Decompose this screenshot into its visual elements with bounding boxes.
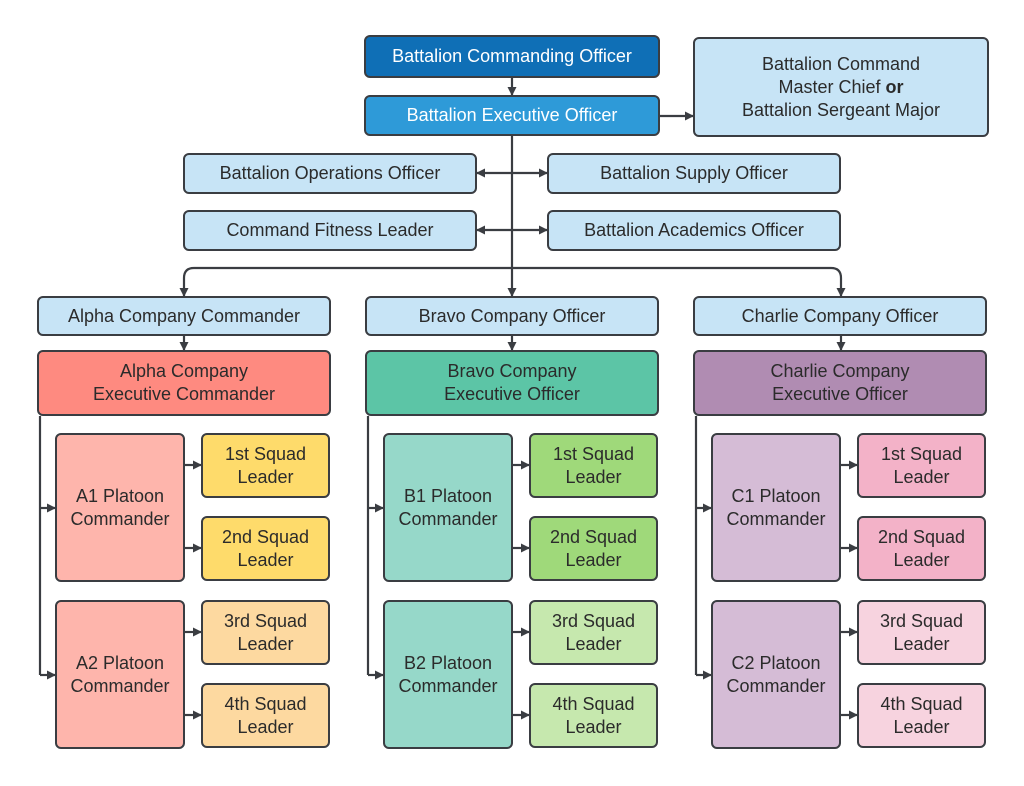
battalion-operations-officer: Battalion Operations Officer xyxy=(183,153,477,194)
command-fitness-leader: Command Fitness Leader xyxy=(183,210,477,251)
a1-platoon-commander: A1 Platoon Commander xyxy=(55,433,185,582)
battalion-commanding-officer: Battalion Commanding Officer xyxy=(364,35,660,78)
charlie-4th-squad-label: 4th Squad Leader xyxy=(880,693,963,737)
charlie-company-officer: Charlie Company Officer xyxy=(693,296,987,336)
alpha-company-executive-label: Alpha Company Executive Commander xyxy=(92,361,276,404)
bravo-company-officer-label: Bravo Company Officer xyxy=(418,305,606,326)
alpha-2nd-squad-label: 2nd Squad Leader xyxy=(221,526,310,570)
alpha-2nd-squad-leader: 2nd Squad Leader xyxy=(201,516,330,581)
charlie-4th-squad-leader: 4th Squad Leader xyxy=(857,683,986,748)
battalion-supply-officer: Battalion Supply Officer xyxy=(547,153,841,194)
alpha-4th-squad-label: 4th Squad Leader xyxy=(224,693,307,737)
a1-platoon-label: A1 Platoon Commander xyxy=(70,485,170,529)
bravo-1st-squad-leader: 1st Squad Leader xyxy=(529,433,658,498)
alpha-1st-squad-leader: 1st Squad Leader xyxy=(201,433,330,498)
command-fitness-leader-label: Command Fitness Leader xyxy=(226,220,434,240)
bravo-4th-squad-leader: 4th Squad Leader xyxy=(529,683,658,748)
charlie-company-executive-label: Charlie Company Executive Officer xyxy=(770,361,910,404)
charlie-company-executive: Charlie Company Executive Officer xyxy=(693,350,987,416)
battalion-operations-officer-label: Battalion Operations Officer xyxy=(219,163,441,183)
battalion-executive-officer-label: Battalion Executive Officer xyxy=(406,105,618,125)
master-chief-line-2: Master Chief or xyxy=(778,76,903,99)
alpha-4th-squad-leader: 4th Squad Leader xyxy=(201,683,330,748)
a2-platoon-label: A2 Platoon Commander xyxy=(70,652,170,696)
b2-platoon-label: B2 Platoon Commander xyxy=(398,652,498,696)
bravo-2nd-squad-leader: 2nd Squad Leader xyxy=(529,516,658,581)
master-chief-line-3: Battalion Sergeant Major xyxy=(741,99,941,120)
c2-platoon-commander: C2 Platoon Commander xyxy=(711,600,841,749)
alpha-company-commander-label: Alpha Company Commander xyxy=(67,305,301,326)
alpha-3rd-squad-leader: 3rd Squad Leader xyxy=(201,600,330,665)
bravo-company-officer: Bravo Company Officer xyxy=(365,296,659,336)
master-chief-line-1: Battalion Command xyxy=(761,53,921,74)
charlie-2nd-squad-leader: 2nd Squad Leader xyxy=(857,516,986,581)
c2-platoon-label: C2 Platoon Commander xyxy=(726,652,826,696)
alpha-company-commander: Alpha Company Commander xyxy=(37,296,331,336)
charlie-1st-squad-leader: 1st Squad Leader xyxy=(857,433,986,498)
bravo-2nd-squad-label: 2nd Squad Leader xyxy=(549,526,638,570)
bravo-company-executive-label: Bravo Company Executive Officer xyxy=(444,361,580,404)
bravo-3rd-squad-leader: 3rd Squad Leader xyxy=(529,600,658,665)
charlie-1st-squad-label: 1st Squad Leader xyxy=(880,443,963,487)
bus-to-charlie xyxy=(512,266,846,297)
bravo-1st-squad-label: 1st Squad Leader xyxy=(552,443,635,487)
alpha-3rd-squad-label: 3rd Squad Leader xyxy=(223,610,308,654)
battalion-academics-officer-label: Battalion Academics Officer xyxy=(584,220,804,240)
c1-platoon-label: C1 Platoon Commander xyxy=(726,485,826,529)
charlie-3rd-squad-leader: 3rd Squad Leader xyxy=(857,600,986,665)
bravo-company-executive: Bravo Company Executive Officer xyxy=(365,350,659,416)
charlie-3rd-squad-label: 3rd Squad Leader xyxy=(879,610,964,654)
b1-platoon-commander: B1 Platoon Commander xyxy=(383,433,513,582)
b2-platoon-commander: B2 Platoon Commander xyxy=(383,600,513,749)
battalion-commanding-officer-label: Battalion Commanding Officer xyxy=(392,46,632,66)
battalion-supply-officer-label: Battalion Supply Officer xyxy=(600,163,788,183)
bravo-4th-squad-label: 4th Squad Leader xyxy=(552,693,635,737)
alpha-company-executive: Alpha Company Executive Commander xyxy=(37,350,331,416)
master-chief-or: or xyxy=(885,76,904,97)
battalion-command-master-chief: Battalion Command Master Chief or Battal… xyxy=(693,37,989,137)
bus-to-alpha xyxy=(179,266,512,297)
c1-platoon-commander: C1 Platoon Commander xyxy=(711,433,841,582)
master-chief-line-2-text: Master Chief xyxy=(778,76,886,97)
charlie-2nd-squad-label: 2nd Squad Leader xyxy=(877,526,966,570)
alpha-1st-squad-label: 1st Squad Leader xyxy=(224,443,307,487)
battalion-academics-officer: Battalion Academics Officer xyxy=(547,210,841,251)
charlie-company-officer-label: Charlie Company Officer xyxy=(741,305,939,326)
battalion-executive-officer: Battalion Executive Officer xyxy=(364,95,660,136)
bravo-3rd-squad-label: 3rd Squad Leader xyxy=(551,610,636,654)
b1-platoon-label: B1 Platoon Commander xyxy=(398,485,498,529)
a2-platoon-commander: A2 Platoon Commander xyxy=(55,600,185,749)
